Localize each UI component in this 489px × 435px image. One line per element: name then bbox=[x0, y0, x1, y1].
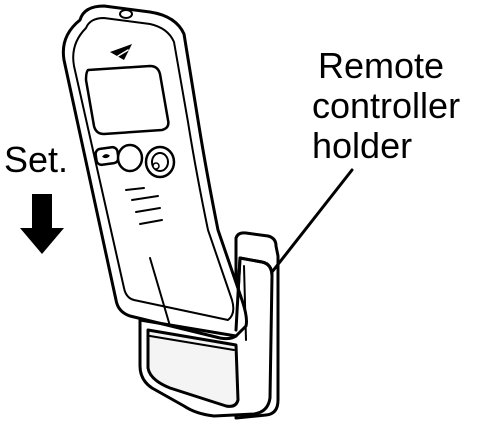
brand-logo-mark bbox=[110, 44, 132, 60]
remote-controller bbox=[61, 4, 248, 341]
set-label: Set. bbox=[4, 139, 68, 180]
callout-line-1: Remote bbox=[318, 45, 444, 86]
left-round-button bbox=[116, 143, 144, 173]
down-arrow-icon bbox=[20, 194, 64, 254]
remote-display bbox=[84, 64, 170, 136]
cover-ridges bbox=[125, 187, 163, 225]
callout-leader-line bbox=[270, 168, 354, 274]
callout-line-2: controller bbox=[312, 85, 460, 126]
signal-window bbox=[119, 9, 133, 19]
holder-pocket bbox=[146, 328, 240, 408]
callout-line-3: holder bbox=[312, 125, 412, 166]
remote-buttons bbox=[94, 143, 176, 179]
